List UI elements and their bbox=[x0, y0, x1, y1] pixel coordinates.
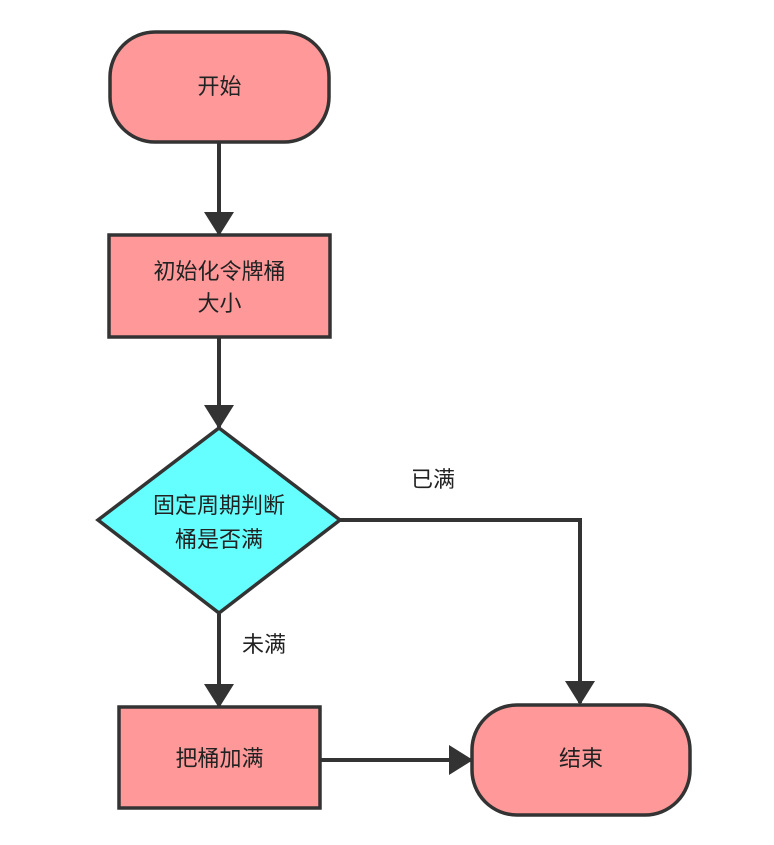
node-start: 开始 bbox=[108, 30, 331, 144]
start-label: 开始 bbox=[197, 75, 241, 100]
node-end: 结束 bbox=[470, 703, 692, 817]
init-label-line2: 大小 bbox=[197, 292, 241, 317]
init-label-line1: 初始化令牌桶 bbox=[153, 260, 285, 285]
end-terminator-shape bbox=[470, 703, 692, 817]
init-process-shape bbox=[107, 233, 332, 339]
node-fill-bucket: 把桶加满 bbox=[117, 705, 322, 810]
decision-diamond-shape bbox=[95, 425, 343, 616]
decision-label-line2: 桶是否满 bbox=[175, 528, 263, 553]
edge-decision-to-end bbox=[340, 518, 595, 705]
fill-bucket-process-shape bbox=[117, 705, 322, 810]
decision-label-line1: 固定周期判断 bbox=[153, 494, 285, 519]
start-terminator-shape bbox=[108, 30, 331, 144]
end-label: 结束 bbox=[559, 747, 603, 772]
fill-bucket-label: 把桶加满 bbox=[175, 747, 263, 772]
edges bbox=[204, 142, 595, 775]
node-init: 初始化令牌桶 大小 bbox=[107, 233, 332, 339]
edge-label-not-full: 未满 bbox=[242, 633, 286, 658]
edge-label-full: 已满 bbox=[411, 468, 455, 493]
node-decision: 固定周期判断 桶是否满 bbox=[95, 425, 343, 616]
